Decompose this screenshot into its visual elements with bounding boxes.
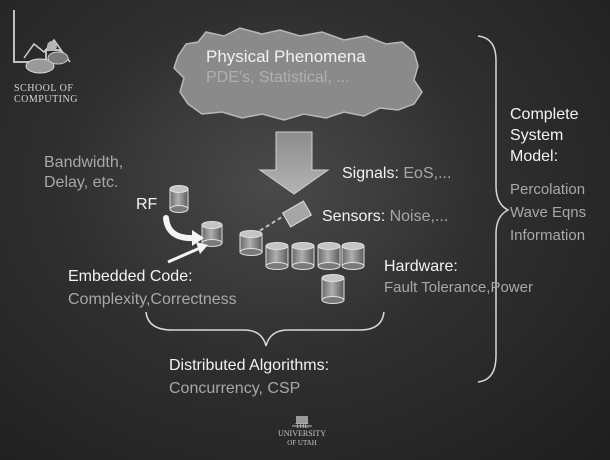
distributed-algorithms-label: Distributed Algorithms: xyxy=(169,357,330,374)
system-model-line3: Model: xyxy=(510,148,559,165)
sensor-box-icon xyxy=(281,200,313,228)
hardware-detail: Fault Tolerance,Power xyxy=(384,279,533,296)
university-seal-icon xyxy=(292,416,312,427)
node-cylinder xyxy=(317,242,341,270)
embedded-arrowhead-icon xyxy=(196,242,208,254)
signals-row: Signals: EoS,... xyxy=(342,165,451,183)
bandwidth-label: Bandwidth, xyxy=(44,154,124,171)
sensors-row: Sensors: Noise,... xyxy=(322,208,448,226)
embedded-code-detail: Complexity,Correctness xyxy=(68,291,237,308)
sensors-detail: Noise,... xyxy=(389,208,449,225)
university-logo-line1: THE xyxy=(295,422,309,430)
school-logo-line1: SCHOOL OF xyxy=(14,83,74,94)
university-logo-line2: UNIVERSITY xyxy=(278,429,326,438)
sensors-label: Sensors: xyxy=(322,208,386,225)
signals-label: Signals: xyxy=(342,165,399,182)
rf-node-cylinder xyxy=(169,185,189,213)
down-arrow-icon xyxy=(258,131,330,195)
node-cylinder xyxy=(291,242,315,270)
node-cylinder xyxy=(239,230,263,256)
system-model-line1: Complete xyxy=(510,106,579,123)
system-model-line2: System xyxy=(510,127,564,144)
rf-arrowhead-icon xyxy=(192,230,204,246)
school-logo-line2: COMPUTING xyxy=(14,94,78,105)
node-cylinder xyxy=(265,242,289,270)
system-model-item: Wave Eqns xyxy=(510,204,587,221)
system-model-item: Information xyxy=(510,227,586,244)
distributed-brace xyxy=(145,311,385,347)
embedded-link-arrow-icon xyxy=(167,246,201,264)
school-logo-icon xyxy=(13,10,71,74)
node-cylinder xyxy=(321,274,345,304)
rf-target-cylinder xyxy=(201,221,223,247)
embedded-code-label: Embedded Code: xyxy=(68,268,193,285)
cloud-title: Physical Phenomena xyxy=(206,47,366,66)
system-model-brace xyxy=(477,35,510,383)
delay-label: Delay, etc. xyxy=(44,174,119,191)
node-cylinder xyxy=(341,242,365,270)
cloud-subtitle: PDE's, Statistical, ... xyxy=(206,69,350,86)
university-logo-line3: OF UTAH xyxy=(287,439,317,447)
rf-label: RF xyxy=(136,196,158,213)
distributed-algorithms-detail: Concurrency, CSP xyxy=(169,380,301,397)
rf-curved-arrow-icon xyxy=(163,215,199,242)
hardware-label: Hardware: xyxy=(384,258,458,275)
physical-phenomena-cloud xyxy=(173,27,423,121)
signals-detail: EoS,... xyxy=(403,165,452,182)
system-model-item: Percolation xyxy=(510,181,586,198)
